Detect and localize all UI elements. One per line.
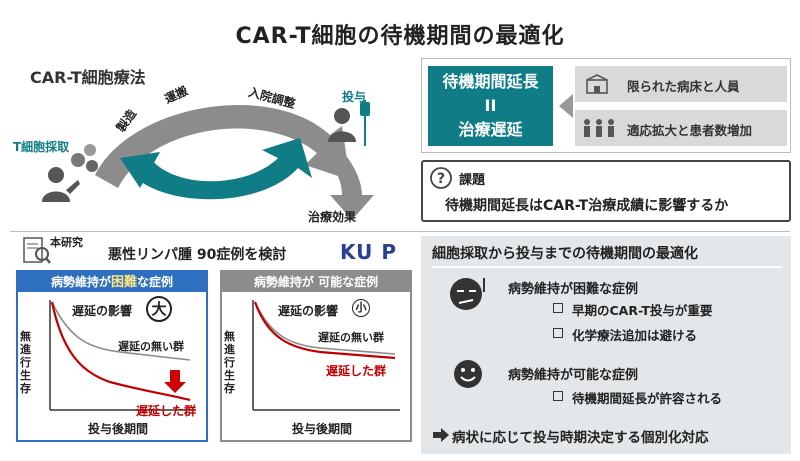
optimization-heading: 細胞採取から投与までの待機期間の最適化: [432, 246, 698, 262]
chart-title-post: な症例: [137, 275, 174, 289]
right-xlabel: 投与後期間: [292, 422, 353, 436]
cause-2: 適応拡大と患者数増加: [575, 110, 787, 146]
waiting-arc: [130, 138, 312, 200]
case2-label: 病勢維持が可能な症例: [508, 368, 639, 383]
people-icon: [584, 119, 614, 137]
chart-title-difficult: 病勢維持が困難な症例: [18, 272, 206, 292]
chart-title-possible: 病勢維持が 可能な症例: [222, 272, 410, 292]
study-headline: 悪性リンパ腫 90症例を検討: [108, 247, 287, 263]
issue-line1: 待機期間延長: [442, 72, 539, 91]
question-icon: ?: [430, 167, 452, 189]
effect-arrow: [316, 138, 374, 220]
cause-1: 限られた病床と人員: [575, 66, 787, 102]
right-delayed-label: 遅延した群: [326, 364, 387, 378]
right-effect-label: 遅延の影響: [278, 304, 339, 318]
process-arc: [95, 105, 350, 188]
waiting-arrowhead: [120, 152, 160, 188]
svg-text:?: ?: [437, 171, 445, 187]
chart-panel-difficult: 病勢維持が困難な症例: [16, 270, 208, 442]
logo: KU P: [340, 240, 398, 264]
left-no-delay-curve: [51, 301, 191, 361]
case2-item1-checkbox: [553, 391, 563, 401]
left-ylabel: 無進行生存: [20, 330, 31, 395]
issue-panel: [421, 58, 791, 153]
chart-panel-possible: 病勢維持が 可能な症例: [220, 270, 412, 442]
left-no-delay-label: 遅延の無い群: [118, 340, 184, 353]
chart-title-pre: 病勢維持が: [50, 275, 111, 289]
cells-icon: [71, 144, 98, 172]
issue-box: 待機期間延長 II 治療遅延: [428, 66, 553, 146]
question-box: ? 課題 待機期間延長はCAR-T治療成績に影響するか: [421, 160, 791, 222]
cause-1-text: 限られた病床と人員: [627, 79, 740, 94]
chart-title-emphasis: 困難: [110, 275, 137, 290]
effect-label: 治療効果: [308, 210, 357, 224]
optimization-divider: [432, 266, 782, 268]
left-arrow-icon: [559, 94, 573, 118]
left-delayed-curve: [50, 301, 191, 402]
survival-charts: [49, 300, 400, 411]
case1-item2-checkbox: [553, 328, 563, 338]
issue-line2: II: [484, 96, 497, 115]
process-diagram: [42, 100, 374, 220]
conclusion: 病状に応じて投与時期決定する個別化対応: [452, 430, 709, 446]
right-ylabel: 無進行生存: [224, 330, 235, 395]
left-xlabel: 投与後期間: [88, 422, 149, 436]
patient-left-icon: [42, 167, 80, 202]
left-delayed-label: 遅延した群: [136, 404, 197, 418]
cause-2-text: 適応拡大と患者数増加: [627, 123, 753, 138]
issue-line3: 治療遅延: [458, 120, 523, 139]
left-axes: [49, 300, 196, 411]
right-axes: [252, 300, 400, 411]
right-delayed-curve: [253, 301, 396, 360]
case1-item1: 早期のCAR-T投与が重要: [572, 303, 713, 318]
case1-item2: 化学療法追加は避ける: [572, 328, 698, 343]
step-collect: T細胞採取: [13, 140, 70, 154]
question-heading: 課題: [459, 173, 486, 188]
left-down-arrow: [164, 370, 186, 393]
case1-item1-checkbox: [553, 303, 563, 313]
right-no-delay-label: 遅延の無い群: [318, 331, 384, 344]
worried-face-icon: [450, 278, 485, 310]
right-arrow-icon: [433, 428, 449, 442]
patient-right-icon: [328, 100, 370, 146]
optimization-panel: [421, 236, 791, 454]
right-effect-mark: 小: [352, 299, 370, 317]
case2-item1: 待機期間延長が許容される: [572, 391, 723, 406]
case1-label: 病勢維持が困難な症例: [508, 282, 639, 297]
study-document-icon: [23, 237, 51, 264]
smiling-face-icon: [454, 360, 482, 388]
question-text: 待機期間延長はCAR-T治療成績に影響するか: [445, 198, 729, 214]
step-administer: 投与: [342, 90, 367, 104]
page-title: CAR-T細胞の待機期間の最適化: [235, 24, 565, 49]
left-effect-mark: 大: [146, 296, 172, 322]
divider: [10, 231, 790, 232]
process-heading: CAR-T細胞療法: [30, 68, 146, 87]
left-effect-label: 遅延の影響: [72, 304, 133, 318]
study-badge: 本研究: [50, 236, 83, 249]
hospital-icon: [586, 74, 608, 94]
